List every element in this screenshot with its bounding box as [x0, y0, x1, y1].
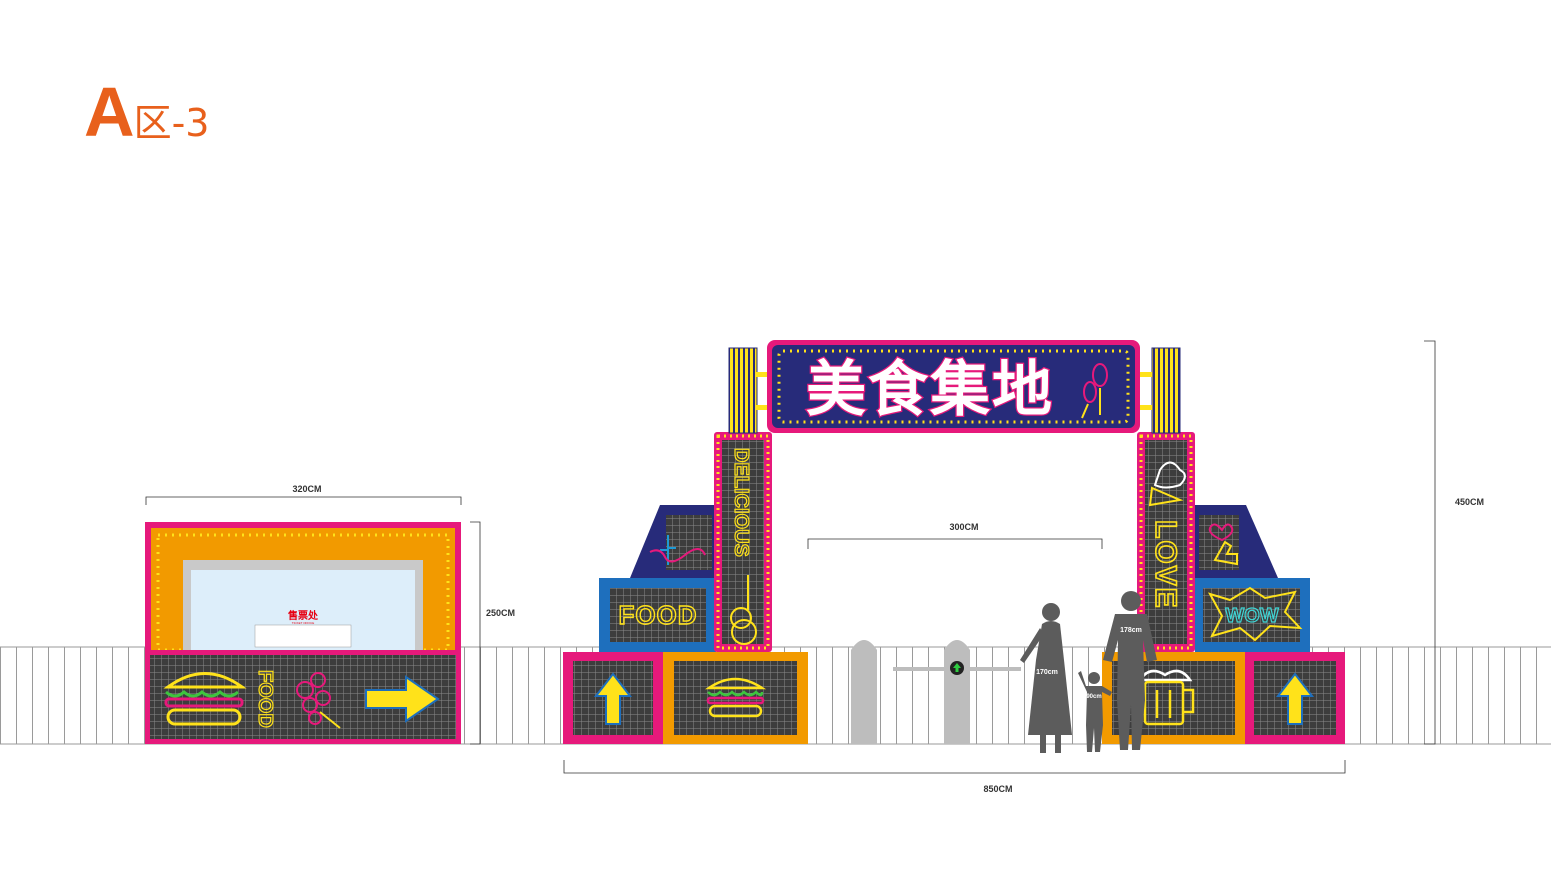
banner-title: 美食集地: [806, 356, 1054, 423]
love-text: LOVE: [1149, 520, 1182, 610]
booth-width-label: 320CM: [292, 484, 321, 494]
woman-height-label: 170cm: [1036, 669, 1058, 676]
gate-height-label: 450CM: [1455, 497, 1484, 507]
gate-structure: FOOD WOW DELICIOU: [563, 340, 1345, 744]
arrow-up-icon-right: [1275, 672, 1315, 725]
cactus-icon: [649, 535, 706, 565]
dimension-lines: [145, 340, 1436, 774]
woman-figure: [1020, 603, 1072, 753]
man-height-label: 178cm: [1120, 627, 1142, 634]
gate-opening-label: 300CM: [949, 522, 978, 532]
gate-width-label: 850CM: [983, 784, 1012, 794]
delicious-text: DELICIOUS: [730, 448, 752, 557]
booth-height-label: 250CM: [486, 608, 515, 618]
zone-letter: A: [84, 73, 135, 151]
skewer-icon: [296, 672, 341, 729]
booth-food-text: FOOD: [254, 670, 276, 728]
guitar-icon: [730, 575, 757, 645]
child-figure: [1078, 671, 1112, 752]
human-figures: [1020, 591, 1157, 753]
ticket-booth-label: 售票处: [288, 609, 319, 622]
arrow-right-icon: [365, 675, 440, 723]
burger-icon-small: [704, 677, 767, 718]
heart-hand-icon: [1208, 523, 1238, 566]
man-figure: [1103, 591, 1157, 750]
skewer-banner-icon: [1081, 363, 1108, 419]
gate-food-text: FOOD: [618, 600, 697, 630]
wow-burst-icon: [1207, 586, 1303, 642]
ice-cream-icon: [1148, 461, 1186, 507]
zone-title: A区-3: [84, 72, 209, 152]
ticket-booth: 售票处 TICKET OFFICE FOOD: [145, 522, 461, 744]
arrow-up-icon: [593, 672, 633, 725]
burger-icon: [163, 672, 247, 726]
child-height-label: 90cm: [1086, 694, 1101, 700]
beer-mug-icon: [1137, 669, 1195, 726]
turnstiles: [851, 640, 1021, 744]
ticket-booth-sublabel: TICKET OFFICE: [292, 621, 314, 625]
zone-suffix: 区-3: [133, 101, 210, 145]
gate-wow-text: WOW: [1225, 605, 1278, 627]
